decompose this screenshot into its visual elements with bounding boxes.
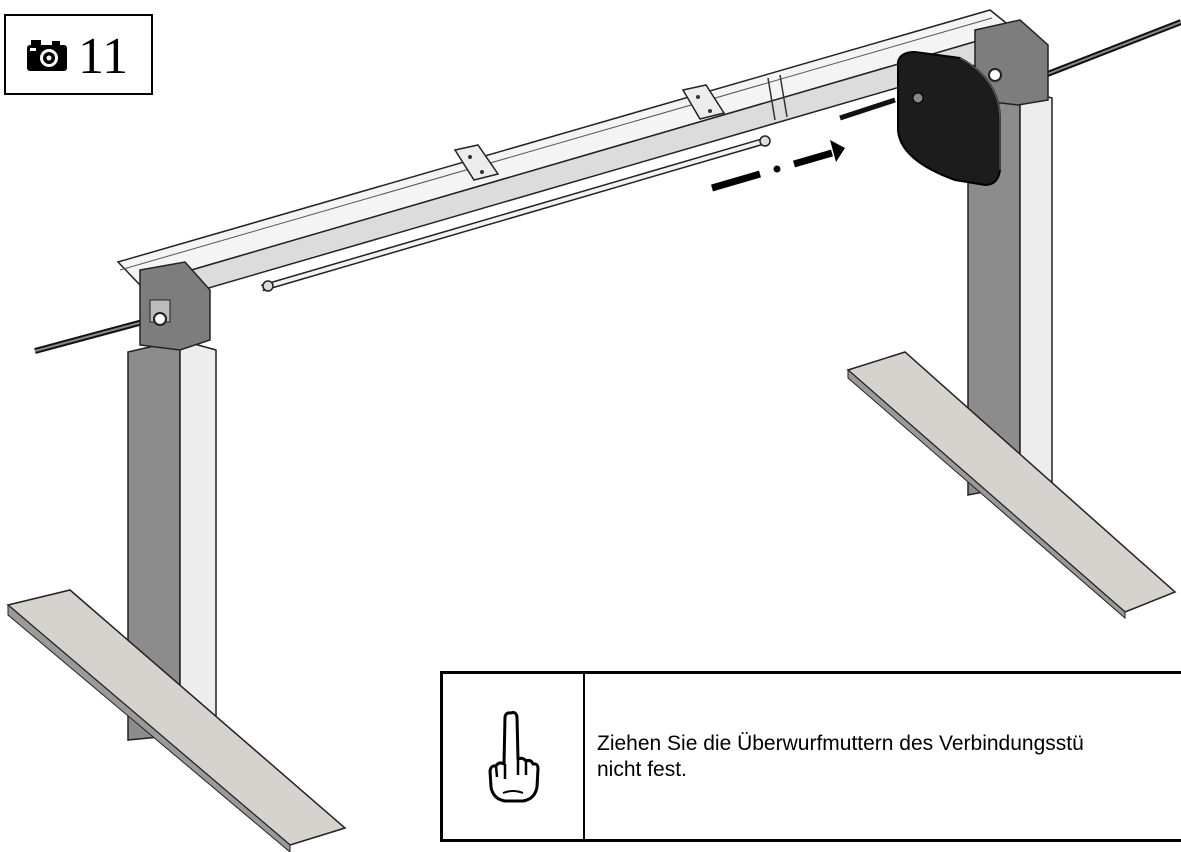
mounting-plate xyxy=(453,144,500,181)
step-indicator: 11 xyxy=(4,14,153,95)
connecting-rod xyxy=(261,135,771,292)
step-number: 11 xyxy=(78,27,129,85)
direction-arrow xyxy=(711,140,845,192)
threaded-rod-right xyxy=(839,19,1181,121)
note-text-cell: Ziehen Sie die Überwurfmuttern des Verbi… xyxy=(585,674,1181,839)
mounting-plate xyxy=(681,84,726,120)
crossbar xyxy=(116,9,1017,306)
motor-housing xyxy=(897,50,1001,187)
note-box: Ziehen Sie die Überwurfmuttern des Verbi… xyxy=(440,671,1181,842)
left-leg xyxy=(127,261,217,746)
pointing-finger-icon xyxy=(488,710,540,802)
camera-icon xyxy=(27,39,67,71)
note-text: Ziehen Sie die Überwurfmuttern des Verbi… xyxy=(597,732,1084,781)
note-icon-cell xyxy=(443,674,585,839)
right-foot xyxy=(846,351,1177,620)
left-foot xyxy=(6,589,347,852)
